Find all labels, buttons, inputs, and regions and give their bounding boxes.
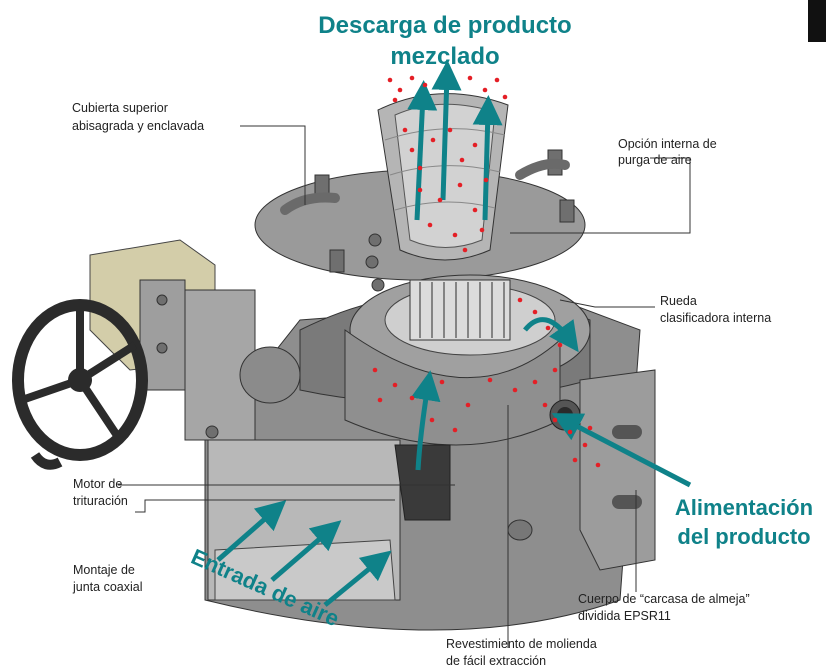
particle-dot xyxy=(472,207,478,213)
particle-dot xyxy=(437,197,443,203)
particle-dot xyxy=(517,297,523,303)
title-line-2: mezclado xyxy=(390,43,500,70)
particle-dot xyxy=(430,137,436,143)
handwheel-knob xyxy=(30,452,63,470)
label-cover-line-2: abisagrada y enclavada xyxy=(72,119,205,133)
particle-dot xyxy=(459,157,465,163)
particle-dot xyxy=(512,387,518,393)
particle-dot xyxy=(552,367,558,373)
label-wheel-line-2: clasificadora interna xyxy=(660,311,772,325)
label-motor-line-1: Motor de xyxy=(73,477,123,491)
particle-dot xyxy=(532,309,538,315)
particle-dot xyxy=(487,377,493,383)
particle-dot xyxy=(595,462,601,468)
particle-dot xyxy=(409,75,415,81)
corner-black-tab xyxy=(808,0,826,42)
particle-dot xyxy=(532,379,538,385)
label-purge-line-1: Opción interna de xyxy=(618,137,717,151)
label-wheel-line-1: Rueda xyxy=(660,294,697,308)
label-cover-line-1: Cubierta superior xyxy=(72,101,168,115)
particle-dot xyxy=(447,127,453,133)
label-purge-line-2: purga de aire xyxy=(618,153,692,167)
motor-cylinder xyxy=(239,346,301,404)
particle-dot xyxy=(417,187,423,193)
label-motor-line-2: trituración xyxy=(73,494,128,508)
particle-dot xyxy=(409,147,415,153)
particle-dot xyxy=(392,382,398,388)
particle-dot xyxy=(452,232,458,238)
label-body-line-1: Cuerpo de “carcasa de almeja” xyxy=(578,592,750,606)
cover-handle xyxy=(280,192,340,215)
classifier-wheel xyxy=(409,279,511,341)
clamshell-slot-top xyxy=(612,425,642,439)
callout-feed-line-1: Alimentación xyxy=(674,495,814,520)
label-seal-line-2: junta coaxial xyxy=(73,580,143,594)
particle-dot xyxy=(417,165,423,171)
handwheel-hub xyxy=(68,368,92,392)
particle-dot xyxy=(472,142,478,148)
grinding-motor-shaft xyxy=(394,444,451,521)
particle-dot xyxy=(502,94,508,100)
particle-dot xyxy=(465,402,471,408)
leader-lines xyxy=(118,125,691,648)
particle-dot xyxy=(372,367,378,373)
handwheel xyxy=(12,299,148,461)
particle-dot xyxy=(387,77,393,83)
particle-dot xyxy=(479,227,485,233)
particle-dot xyxy=(557,342,563,348)
particle-dot xyxy=(467,75,473,81)
particle-dot xyxy=(462,247,468,253)
label-seal-line-1: Montaje de xyxy=(73,563,135,577)
particle-dot xyxy=(582,442,588,448)
particle-dot xyxy=(494,77,500,83)
label-liner-line-2: de fácil extracción xyxy=(446,654,547,668)
particle-dot xyxy=(483,177,489,183)
particle-dot xyxy=(427,222,433,228)
particle-dot xyxy=(545,325,551,331)
title-line-1: Descarga de producto xyxy=(318,12,572,39)
cover-handle-2 xyxy=(515,158,570,180)
particle-dot xyxy=(409,395,415,401)
particle-dot xyxy=(397,87,403,93)
particle-dot xyxy=(587,425,593,431)
particle-dot xyxy=(457,182,463,188)
clamshell-body xyxy=(579,369,656,571)
particle-dot xyxy=(402,127,408,133)
particle-dot xyxy=(552,417,558,423)
particle-dot xyxy=(377,397,383,403)
particle-dots xyxy=(372,75,601,468)
label-liner-line-1: Revestimiento de molienda xyxy=(446,637,597,651)
particle-dot xyxy=(439,379,445,385)
flow-arrows xyxy=(216,60,692,607)
particle-dot xyxy=(392,97,398,103)
particle-dot xyxy=(567,429,573,435)
classifier-blades xyxy=(419,282,505,338)
particle-dot xyxy=(452,427,458,433)
particle-dot xyxy=(572,457,578,463)
particle-dot xyxy=(482,87,488,93)
clamshell-slot-bottom xyxy=(612,495,642,509)
side-stub xyxy=(507,519,533,541)
particle-dot xyxy=(542,402,548,408)
particle-dot xyxy=(429,417,435,423)
label-body-line-2: dividida EPSR11 xyxy=(578,609,671,623)
callout-feed-line-2: del producto xyxy=(677,524,811,549)
particle-dot xyxy=(422,82,428,88)
